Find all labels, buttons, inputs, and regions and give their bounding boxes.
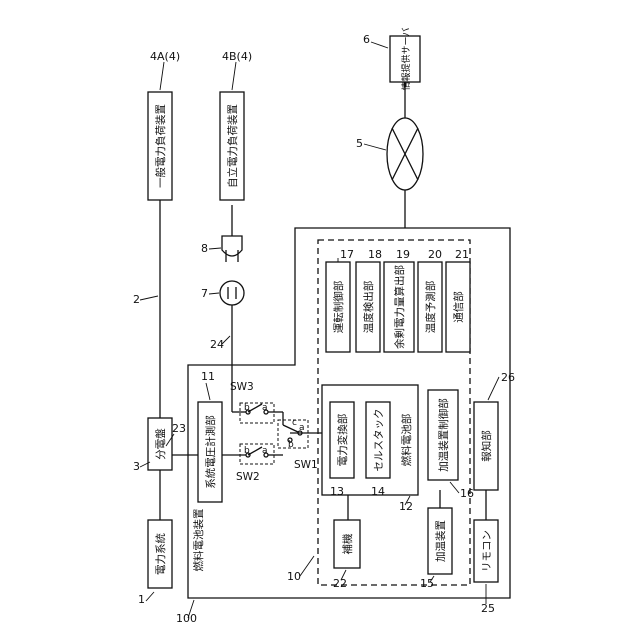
leader-2 <box>140 296 158 300</box>
ref-16: 16 <box>460 487 474 500</box>
outlet-icon <box>220 281 244 305</box>
leader-16 <box>450 482 459 493</box>
ref-13: 13 <box>330 485 344 498</box>
leader-6 <box>371 42 388 48</box>
label-remote: リモコン <box>481 530 493 572</box>
label-tank: 補機 <box>341 533 354 554</box>
label-heater: 加温装置 <box>434 520 447 562</box>
sw1-label-a: a <box>299 423 305 433</box>
ref-26: 26 <box>501 371 515 384</box>
label-independent-load: 自立電力負荷装置 <box>226 104 239 188</box>
ref-10: 10 <box>287 570 301 583</box>
leader-10 <box>300 556 314 576</box>
label-info-server: 情報提供サーバ <box>400 28 412 91</box>
ref-25: 25 <box>481 602 495 615</box>
ref-4b: 4B(4) <box>222 50 252 63</box>
ref-5: 5 <box>356 137 363 150</box>
leader-4a <box>160 62 164 90</box>
ref-22: 22 <box>333 577 347 590</box>
label-operation-control: 運転制御部 <box>332 281 345 334</box>
label-power-converter: 電力変換部 <box>336 414 349 467</box>
ref-11: 11 <box>201 370 215 383</box>
sw2-label-b: b <box>244 446 250 456</box>
label-grid-voltage: 系統電圧計測部 <box>204 415 217 489</box>
label-sw1: SW1 <box>294 459 318 471</box>
label-communication: 通信部 <box>452 291 465 323</box>
sw3-label-a: a <box>262 403 268 413</box>
sw1-label-b: b <box>288 440 294 450</box>
leader-26 <box>488 377 499 400</box>
label-temp-detect: 温度検出部 <box>362 281 375 334</box>
leader-8 <box>209 248 221 249</box>
label-notification: 報知部 <box>480 430 493 462</box>
label-fuel-cell-device: 燃料電池装置 <box>192 509 205 572</box>
sw1-label-c: c <box>292 418 297 428</box>
ref-6: 6 <box>363 33 370 46</box>
ref-4a: 4A(4) <box>150 50 180 63</box>
label-heater-control: 加温装置制御部 <box>437 398 450 472</box>
ref-24: 24 <box>210 338 224 351</box>
ref-17: 17 <box>340 248 354 261</box>
ref-19: 19 <box>396 248 410 261</box>
label-cell-stack: セルスタック <box>373 409 385 472</box>
label-sw3: SW3 <box>230 381 254 393</box>
sw3-label-b: b <box>244 403 250 413</box>
label-general-load: 一般電力負荷装置 <box>154 104 167 188</box>
ref-100: 100 <box>176 612 197 625</box>
ref-20: 20 <box>428 248 442 261</box>
label-distribution-board: 分電盤 <box>154 428 167 460</box>
leader-1 <box>146 592 154 601</box>
ref-18: 18 <box>368 248 382 261</box>
ref-8: 8 <box>201 242 208 255</box>
label-fuel-cell-unit: 燃料電池部 <box>400 414 413 467</box>
ref-2: 2 <box>133 293 140 306</box>
ref-21: 21 <box>455 248 469 261</box>
sw2-label-a: a <box>262 446 268 456</box>
ref-23: 23 <box>172 422 186 435</box>
ref-1: 1 <box>138 593 145 606</box>
sw2-blade <box>248 447 262 455</box>
leader-7 <box>209 293 219 294</box>
ref-14: 14 <box>371 485 385 498</box>
ref-7: 7 <box>201 287 208 300</box>
ref-12: 12 <box>399 500 413 513</box>
leader-5 <box>364 144 386 150</box>
plug-icon <box>222 236 242 256</box>
ref-3: 3 <box>133 460 140 473</box>
leader-11 <box>206 383 210 400</box>
label-surplus-calc: 余剰電力量算出部 <box>393 265 406 349</box>
leader-4b <box>232 62 236 90</box>
label-temp-predict: 温度予測部 <box>424 281 437 334</box>
sw3-blade <box>248 404 262 412</box>
label-sw2: SW2 <box>236 471 260 483</box>
label-power-grid: 電力系統 <box>154 533 167 575</box>
